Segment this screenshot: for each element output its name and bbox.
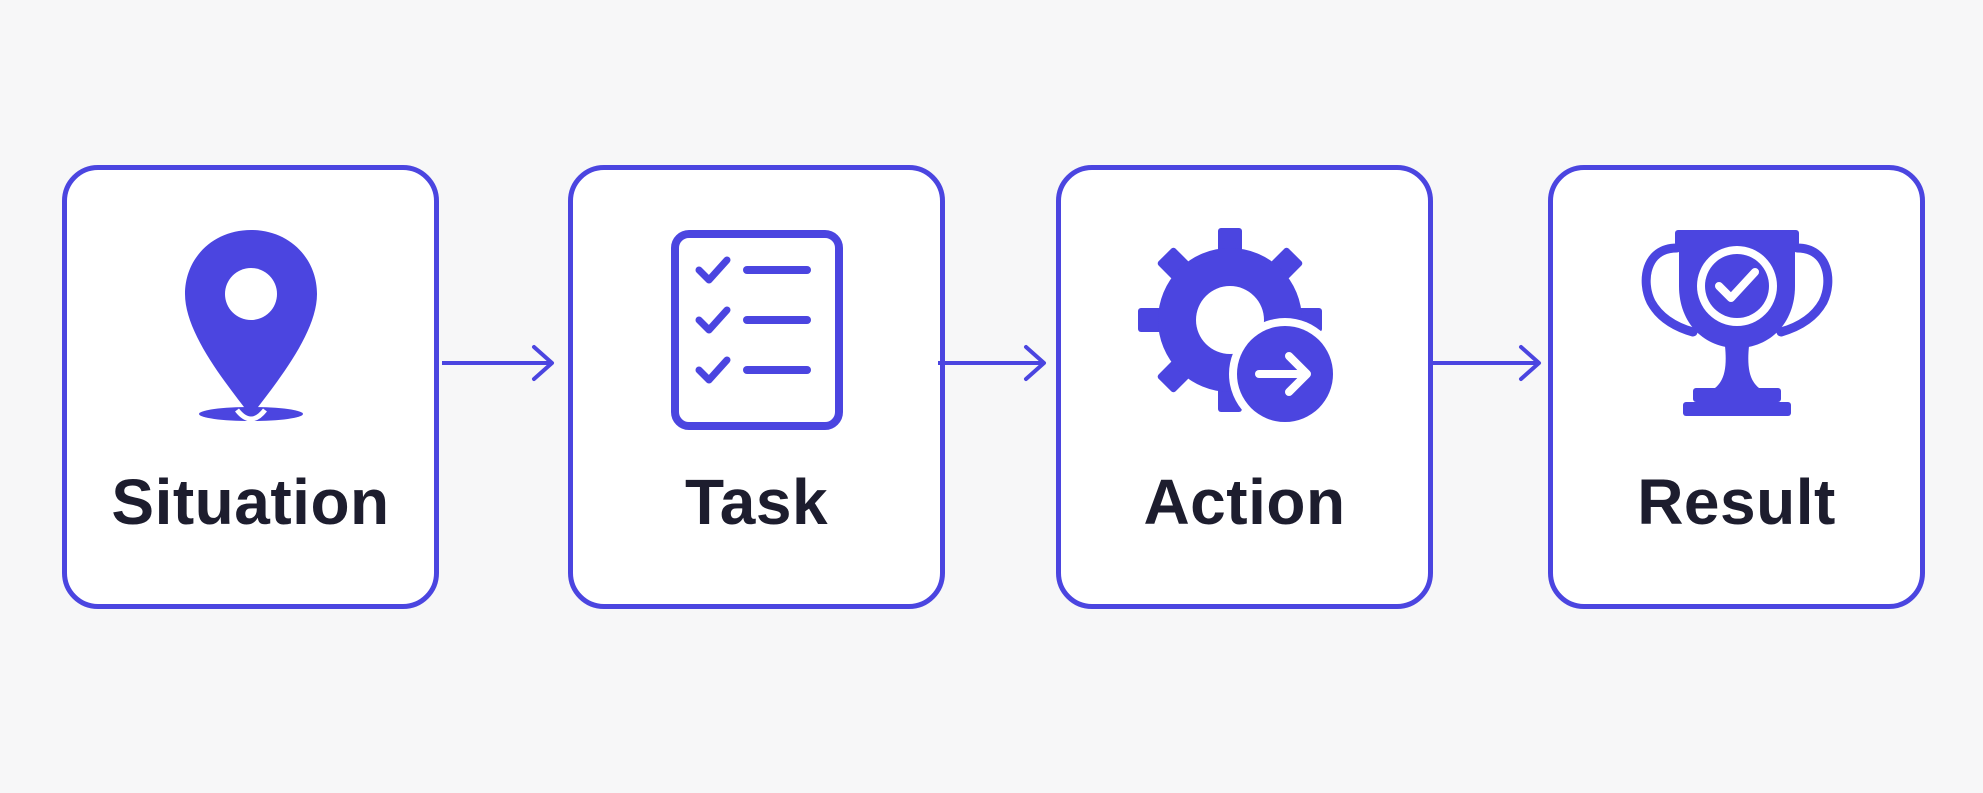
arrow-connector	[938, 343, 1050, 383]
step-card-action: Action	[1056, 165, 1433, 609]
step-card-task: Task	[568, 165, 945, 609]
step-label: Situation	[111, 466, 390, 538]
step-label: Result	[1637, 466, 1836, 538]
step-card-result: Result	[1548, 165, 1925, 609]
step-card-situation: Situation	[62, 165, 439, 609]
map-pin-icon	[141, 220, 361, 440]
step-label: Task	[684, 466, 829, 538]
arrow-connector	[442, 343, 558, 383]
checklist-icon	[647, 220, 867, 440]
arrow-connector	[1433, 343, 1545, 383]
step-label: Action	[1143, 466, 1346, 538]
trophy-check-icon	[1627, 220, 1847, 440]
gear-arrow-icon	[1135, 220, 1355, 440]
